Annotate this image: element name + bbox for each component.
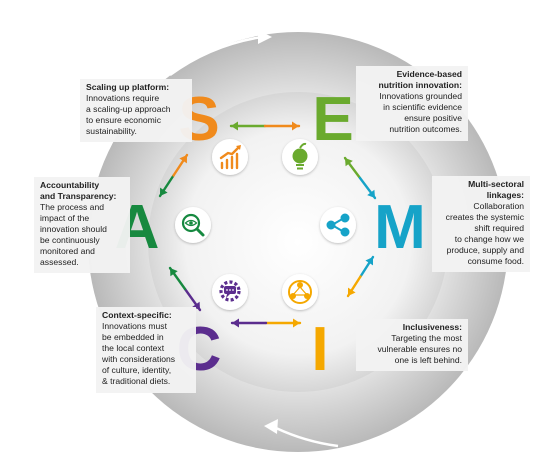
community-network-icon bbox=[282, 274, 318, 310]
scaling-up-line: sustainability. bbox=[86, 126, 137, 136]
inclusiveness-line: one is left behind. bbox=[394, 355, 462, 365]
multisectoral-line: shift required bbox=[474, 223, 524, 233]
multisectoral-line: produce, supply and bbox=[446, 245, 524, 255]
scaling-up-title: Scaling up platform: bbox=[86, 82, 170, 92]
arrow-s_e-head-b-icon bbox=[292, 121, 299, 131]
apple-lightbulb-icon bbox=[282, 139, 318, 175]
arrow-i_c-head-b-icon bbox=[232, 318, 239, 328]
context-line: & traditional diets. bbox=[102, 376, 171, 386]
scaling-up-line: a scaling-up approach bbox=[86, 104, 171, 114]
inclusiveness-box: Inclusiveness: Targeting the most vulner… bbox=[356, 319, 468, 371]
context-line: the local context bbox=[102, 343, 165, 353]
gear-chat-icon bbox=[212, 274, 248, 310]
cycle-arc-bottom bbox=[275, 426, 339, 448]
arrow-a_s-head-a-icon bbox=[160, 187, 168, 196]
multisectoral-line: consume food. bbox=[467, 256, 524, 266]
cycle-arrow-bottom-icon bbox=[264, 419, 278, 434]
context-line: with considerations bbox=[102, 354, 176, 364]
arrow-s_e-head-a-icon bbox=[231, 121, 238, 131]
scaling-up-line: to ensure economic bbox=[86, 115, 161, 125]
letter-m: M bbox=[374, 193, 426, 262]
growth-chart-icon bbox=[212, 139, 248, 175]
accountability-title-line: and Transparency: bbox=[40, 191, 117, 201]
magnifier-eye-icon bbox=[175, 207, 211, 243]
cycle-arrow-top-icon bbox=[258, 30, 272, 44]
evidence-line: nutrition outcomes. bbox=[389, 124, 462, 134]
inclusiveness-title: Inclusiveness: bbox=[402, 322, 462, 332]
evidence-title-line: Evidence-based bbox=[396, 69, 462, 79]
evidence-line: in scientific evidence bbox=[383, 102, 462, 112]
context-line: be embedded in bbox=[102, 332, 164, 342]
arrow-e_m-head-b-icon bbox=[367, 189, 375, 198]
arrow-c_a-head-b-icon bbox=[170, 268, 178, 277]
inclusiveness-line: vulnerable ensures no bbox=[377, 344, 462, 354]
accountability-line: innovation should bbox=[40, 224, 107, 234]
accountability-line: The process and bbox=[40, 202, 105, 212]
multisectoral-title-line: linkages: bbox=[486, 190, 524, 200]
scaling-up-box: Scaling up platform: Innovations require… bbox=[80, 79, 192, 142]
evidence-title-line: nutrition innovation: bbox=[378, 80, 462, 90]
letter-e: E bbox=[312, 85, 353, 154]
accountability-line: be continuously bbox=[40, 235, 100, 245]
letter-i: I bbox=[311, 315, 328, 384]
arrow-i_c-head-a-icon bbox=[293, 318, 300, 328]
multisectoral-line: Collaboration bbox=[473, 201, 524, 211]
context-specific-box: Context-specific: Innovations must be em… bbox=[96, 307, 196, 393]
multisectoral-title-line: Multi-sectoral bbox=[468, 179, 524, 189]
arrow-m_i-head-b-icon bbox=[347, 287, 356, 296]
arrow-e_m-head-a-icon bbox=[345, 158, 353, 167]
cycle-arc-top bbox=[169, 35, 263, 77]
accountability-line: assessed. bbox=[40, 257, 79, 267]
arrow-m_i-head-a-icon bbox=[365, 257, 374, 266]
share-network-icon bbox=[320, 207, 356, 243]
arrow-c_a-head-a-icon bbox=[192, 301, 200, 310]
arrow-a_s-head-b-icon bbox=[179, 155, 187, 164]
accountability-box: Accountability and Transparency: The pro… bbox=[34, 177, 130, 273]
evidence-line: ensure positive bbox=[404, 113, 462, 123]
multisectoral-line: creates the systemic bbox=[445, 212, 524, 222]
accountability-line: impact of the bbox=[40, 213, 90, 223]
context-line: Innovations must bbox=[102, 321, 167, 331]
evidence-based-box: Evidence-based nutrition innovation: Inn… bbox=[356, 66, 468, 141]
multi-sectoral-box: Multi-sectoral linkages: Collaboration c… bbox=[432, 176, 530, 272]
accountability-line: monitored and bbox=[40, 246, 95, 256]
accountability-title-line: Accountability bbox=[40, 180, 100, 190]
context-title: Context-specific: bbox=[102, 310, 172, 320]
evidence-line: Innovations grounded bbox=[379, 91, 462, 101]
inclusiveness-line: Targeting the most bbox=[391, 333, 462, 343]
context-line: of culture, identity, bbox=[102, 365, 172, 375]
multisectoral-line: to change how we bbox=[454, 234, 524, 244]
scaling-up-line: Innovations require bbox=[86, 93, 160, 103]
